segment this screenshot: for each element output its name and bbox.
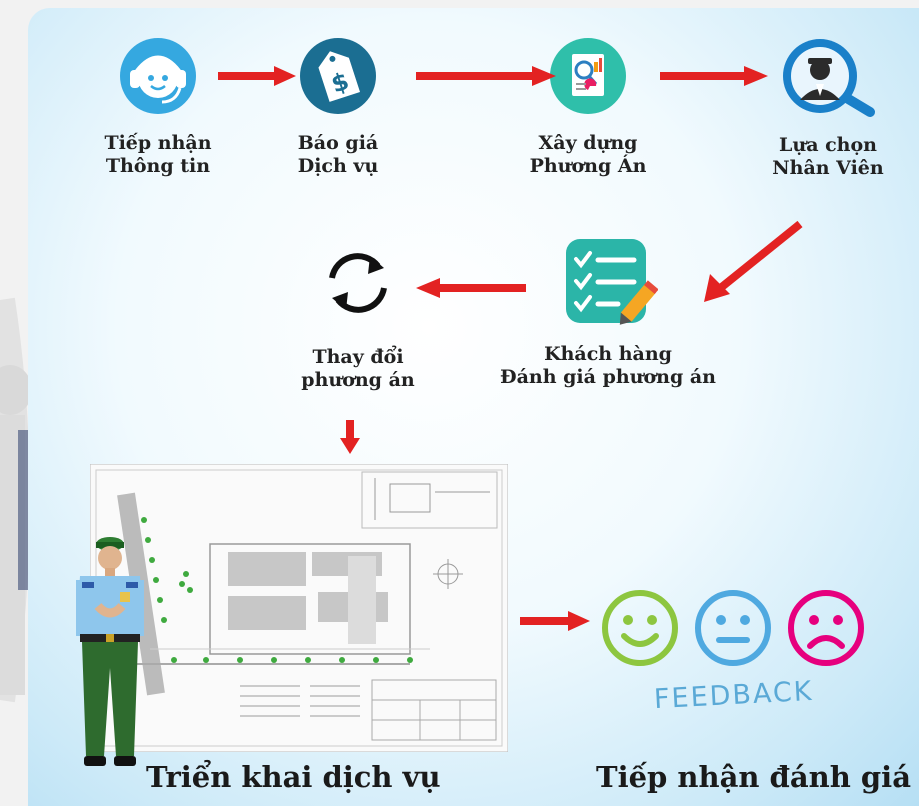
feedback-title: Tiếp nhận đánh giá xyxy=(596,760,911,794)
step-change-plan: Thay đổi phương án xyxy=(278,248,438,392)
smiley-sad-icon xyxy=(788,590,864,666)
step-build-plan: Xây dựng Phương Án xyxy=(513,36,663,178)
checklist-pencil-icon xyxy=(566,239,658,325)
headset-person-icon xyxy=(120,38,196,114)
step-select-staff: Lựa chọn Nhân Viên xyxy=(748,36,908,180)
security-guard-icon xyxy=(76,537,144,766)
step-label-line1: Khách hàng xyxy=(544,343,672,365)
step-label-line2: Nhân Viên xyxy=(772,157,884,179)
arrow-right-3 xyxy=(660,66,768,86)
step-label-line1: Thay đổi xyxy=(312,346,404,368)
arrow-right-1 xyxy=(218,66,296,86)
arrow-left xyxy=(416,278,526,298)
step-quote: $ Báo giá Dịch vụ xyxy=(268,36,408,178)
step-label-line1: Lựa chọn xyxy=(779,134,877,156)
refresh-cycle-icon xyxy=(329,253,387,313)
step-label-line1: Tiếp nhận xyxy=(104,132,212,154)
step-label-line1: Báo giá xyxy=(297,132,379,154)
step-label-line2: Phương Án xyxy=(529,155,647,177)
staff-magnifier-icon xyxy=(783,39,875,117)
step-label-line2: Dịch vụ xyxy=(297,155,379,177)
step-label-line2: phương án xyxy=(301,369,415,391)
step-label-line1: Xây dựng xyxy=(538,132,638,154)
step-label-line2: Đánh giá phương án xyxy=(499,366,716,388)
smiley-happy-icon xyxy=(602,590,678,666)
document-analysis-icon xyxy=(550,38,626,114)
feedback-word: FEEDBACK xyxy=(653,675,815,716)
smiley-neutral-icon xyxy=(695,590,771,666)
process-panel: Tiếp nhận Thông tin $ Báo giá Dịch vụ xyxy=(28,8,919,806)
arrow-right-feedback xyxy=(520,611,590,631)
step-customer-review: Khách hàng Đánh giá phương án xyxy=(483,233,733,389)
step-label-line2: Thông tin xyxy=(105,155,211,177)
deploy-title: Triển khai dịch vụ xyxy=(146,760,441,794)
arrow-right-2 xyxy=(416,66,556,86)
arrow-diagonal-down-left xyxy=(704,220,803,302)
step-receive-info: Tiếp nhận Thông tin xyxy=(78,36,238,178)
price-tag-dollar-icon: $ xyxy=(300,38,376,114)
arrow-down xyxy=(340,420,360,454)
site-plan-blueprint xyxy=(90,464,508,752)
background-guard-silhouette xyxy=(0,365,32,695)
